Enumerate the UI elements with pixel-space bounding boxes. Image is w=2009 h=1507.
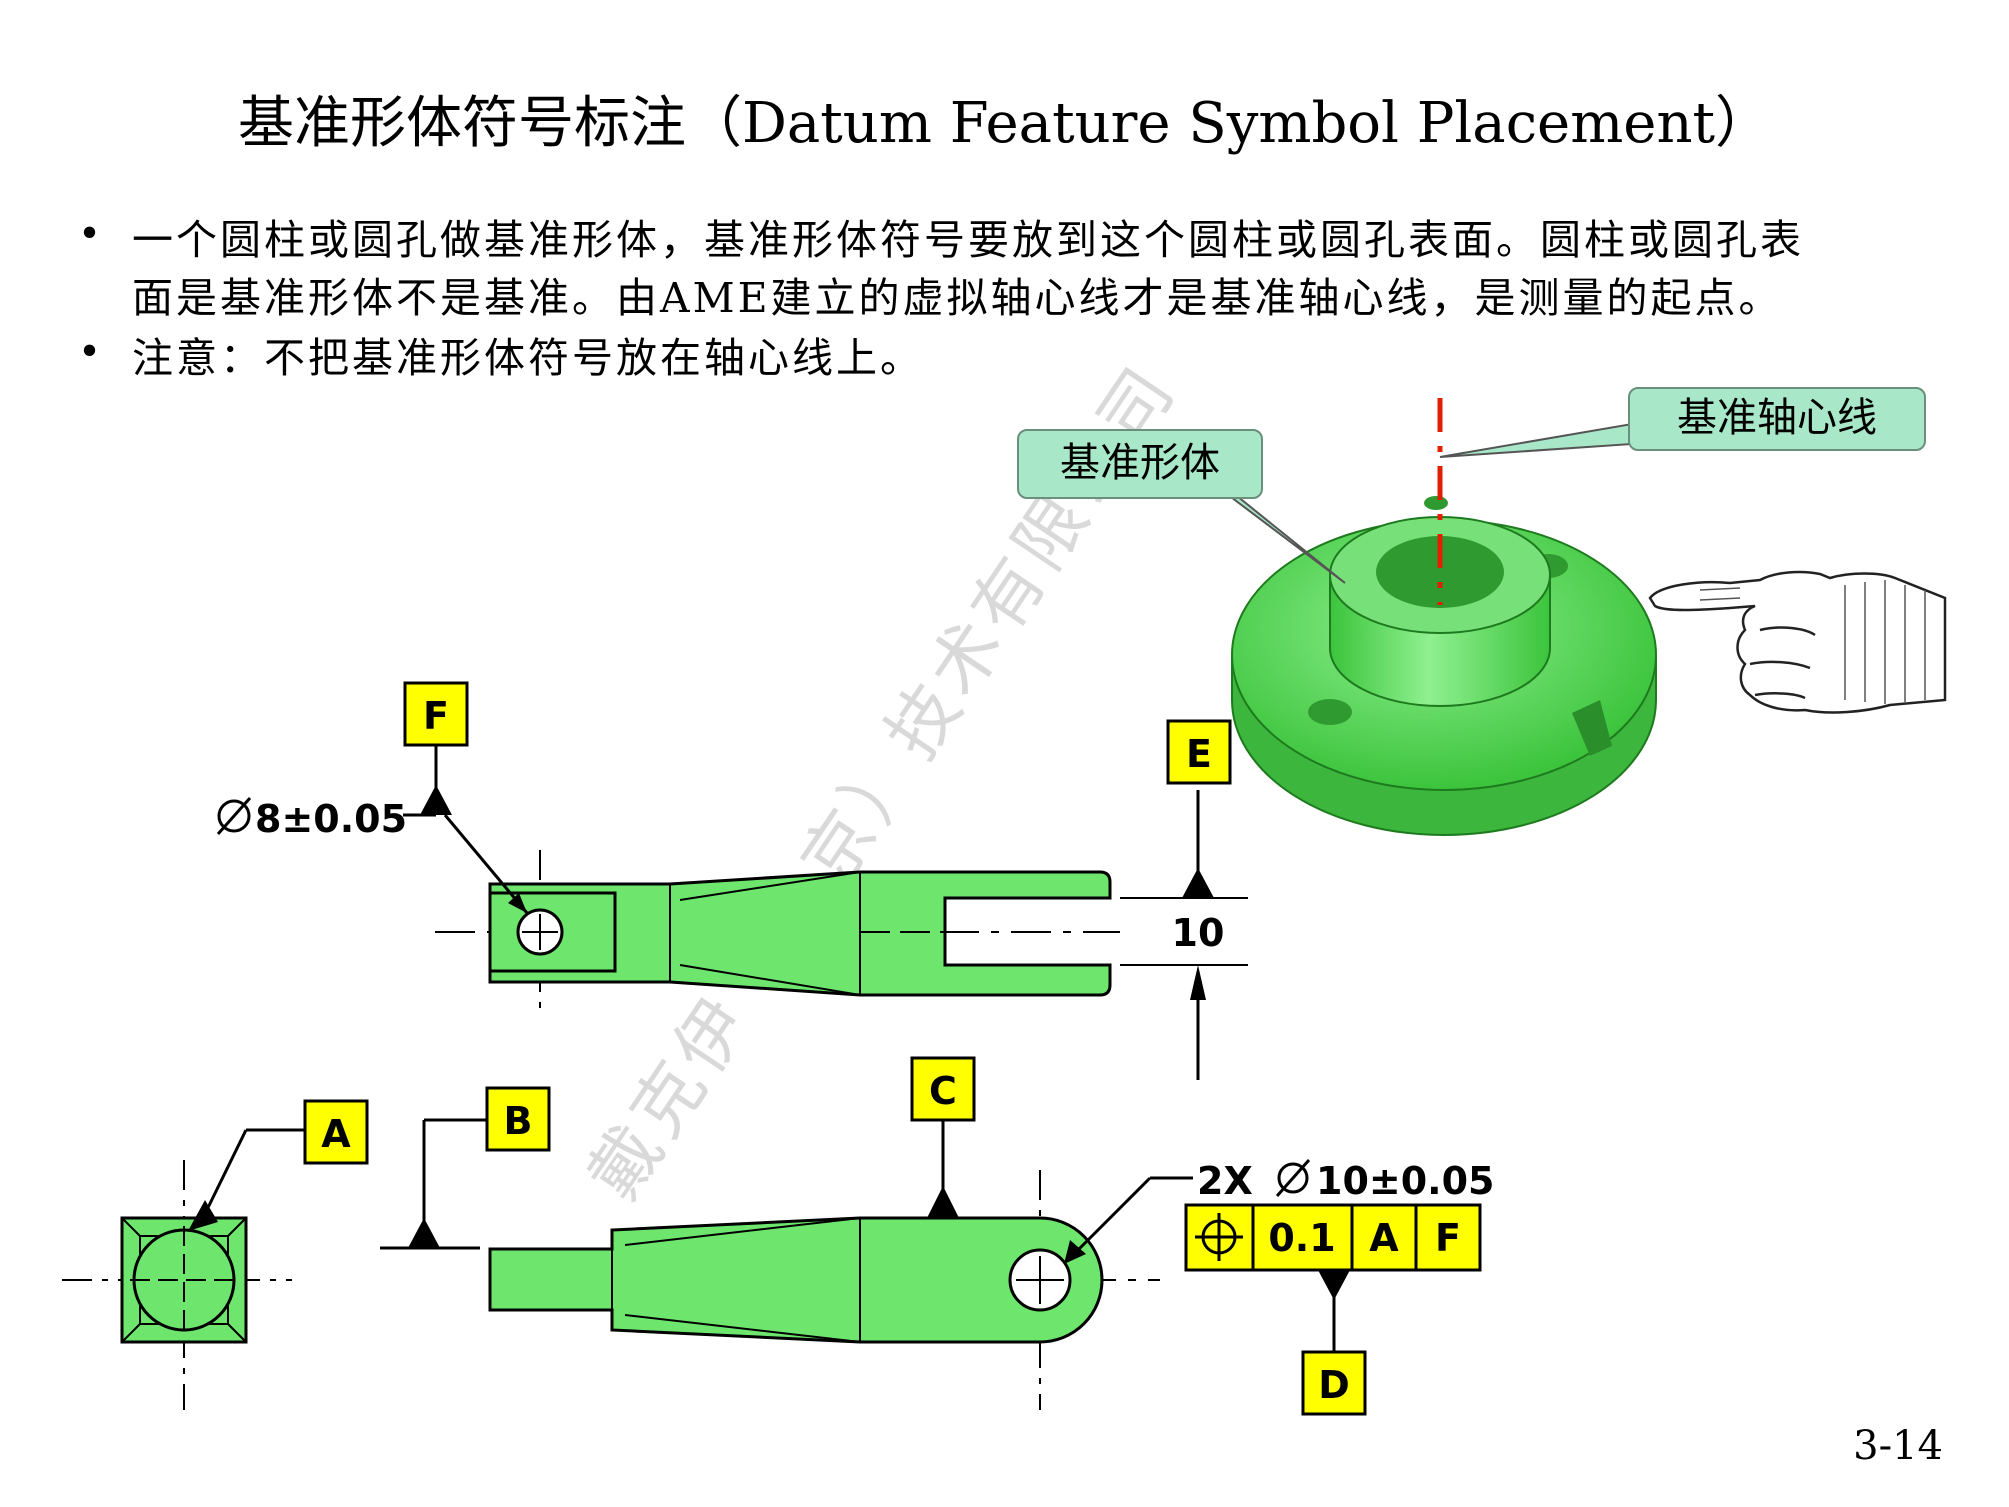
- bullet-dot: •: [78, 330, 102, 375]
- dim-hole-2x: 2X 10±0.05: [1064, 1159, 1494, 1264]
- page-number: 3-14: [1853, 1423, 1943, 1469]
- slide-title: 基准形体符号标注（Datum Feature Symbol Placement）: [237, 91, 1772, 156]
- datum-e-label: E: [1186, 732, 1212, 776]
- datum-a-symbol: A: [188, 1099, 369, 1231]
- bullet-1-line-1: 一个圆柱或圆孔做基准形体，基准形体符号要放到这个圆柱或圆孔表面。圆柱或圆孔表: [132, 216, 1804, 264]
- pointing-hand-icon: [1648, 570, 1947, 714]
- position-symbol-icon: [1195, 1213, 1243, 1261]
- dim-hole-diameter-text: 10±0.05: [1316, 1159, 1494, 1203]
- end-view-part: [62, 1160, 292, 1410]
- feature-control-frame: 0.1 A F: [1184, 1203, 1482, 1272]
- datum-d-label: D: [1318, 1363, 1350, 1407]
- datum-e-symbol: E 10: [1120, 719, 1248, 1080]
- bullet-1-line-2: 面是基准形体不是基准。由AME建立的虚拟轴心线才是基准轴心线，是测量的起点。: [132, 274, 1783, 322]
- datum-c-label: C: [929, 1069, 957, 1113]
- callout-datum-feature: 基准形体: [1017, 429, 1263, 499]
- fcf-datum-secondary: F: [1435, 1216, 1461, 1260]
- dim-hole-count-text: 2X: [1197, 1159, 1253, 1203]
- flange-3d-part: [1231, 496, 1657, 836]
- fcf-datum-primary: A: [1369, 1216, 1399, 1260]
- dim-slot-width-text: 10: [1172, 911, 1225, 955]
- callout-pointer-datum-axis: [1439, 422, 1633, 458]
- datum-a-label: A: [321, 1112, 351, 1156]
- lever-part: [488, 1170, 1160, 1410]
- bullet-dot: •: [78, 212, 102, 257]
- datum-b-symbol: B: [380, 1086, 551, 1250]
- callout-datum-axis: 基准轴心线: [1628, 387, 1926, 451]
- datum-d-symbol: D: [1301, 1270, 1367, 1416]
- fcf-tolerance: 0.1: [1268, 1216, 1335, 1260]
- datum-c-symbol: C: [910, 1056, 976, 1218]
- bullet-2-line-1: 注意：不把基准形体符号放在轴心线上。: [132, 334, 924, 382]
- datum-f-label: F: [423, 694, 449, 738]
- clevis-part: [435, 850, 1120, 1010]
- dim-hole-f-text: 8±0.05: [255, 797, 407, 841]
- dim-hole-f: 8±0.05: [216, 797, 407, 841]
- datum-b-label: B: [504, 1099, 533, 1143]
- datum-f-symbol: F: [403, 681, 529, 914]
